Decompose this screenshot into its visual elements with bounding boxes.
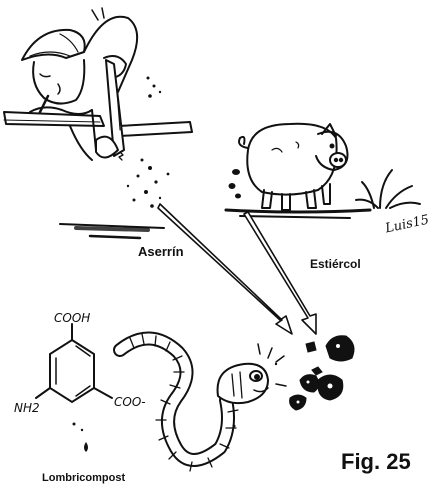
sawdust-particles <box>127 77 170 208</box>
coo-group-text: COO- <box>114 395 146 409</box>
sawdust-arrow <box>158 204 292 334</box>
pig-drawing <box>239 124 348 210</box>
cooh-group-text: COOH <box>54 311 90 325</box>
figure-number: Fig. 25 <box>341 449 411 475</box>
vermicompost-label: Lombricompost <box>42 472 125 484</box>
carpenter-ground <box>60 224 164 238</box>
carpenter-drawing <box>4 8 192 160</box>
manure-arrow <box>244 212 316 334</box>
sawdust-label: Aserrín <box>138 244 184 259</box>
amine-group-text: NH2 <box>14 401 40 415</box>
compost-chunks <box>290 336 354 410</box>
grass-drawing <box>356 170 420 208</box>
amino-acid-molecule <box>36 324 112 402</box>
manure-droppings <box>229 169 242 199</box>
manure-label: Estiércol <box>310 257 361 271</box>
